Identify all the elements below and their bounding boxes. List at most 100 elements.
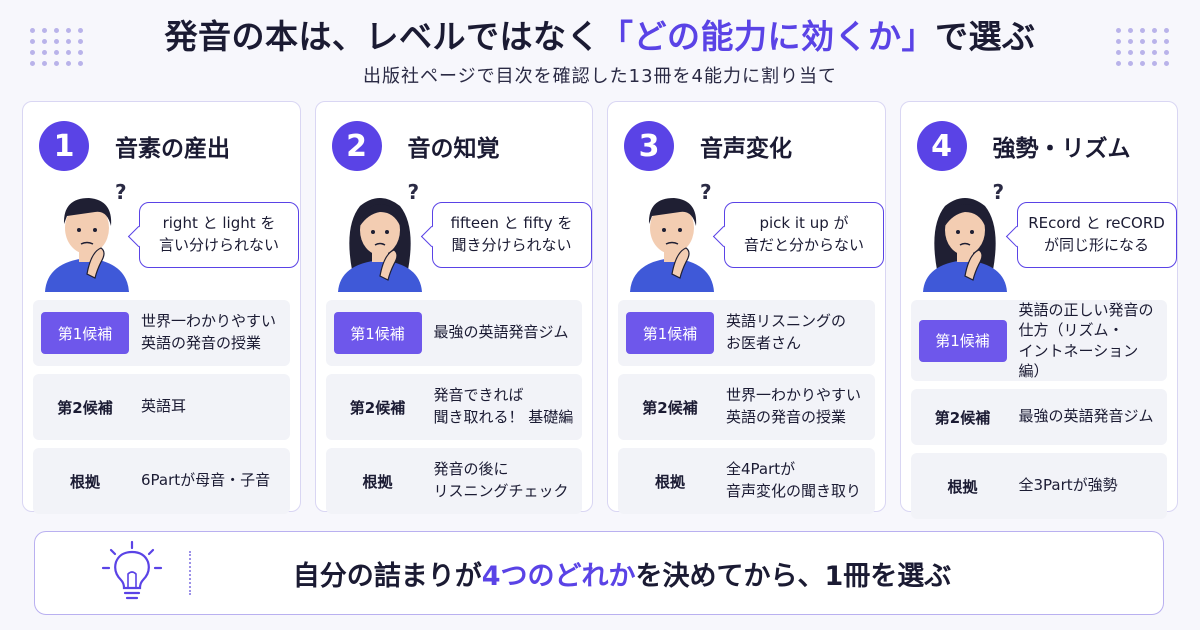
ability-card-3: 3 音声変化 ? pick it up が音だと分からない 第1候補 英語リスニ… bbox=[607, 101, 886, 514]
candidate-row-1: 第1候補 世界一わかりやすい英語の発音の授業 bbox=[33, 300, 290, 366]
second-candidate-tag: 第2候補 bbox=[349, 398, 406, 417]
basis-tag: 根拠 bbox=[69, 472, 100, 491]
decor-dots-left bbox=[30, 28, 84, 66]
title-accent: 「どの能力に効くか」 bbox=[600, 17, 935, 56]
bubble-line: pick it up が bbox=[759, 214, 849, 233]
decor-dot bbox=[1152, 39, 1157, 44]
bubble-line: 音だと分からない bbox=[743, 236, 864, 254]
first-candidate-title: 英語の正しい発音の仕方（リズム・イントネーション編） bbox=[1018, 301, 1154, 380]
first-candidate-tag: 第1候補 bbox=[626, 312, 714, 354]
title-pre: 発音の本は、レベルではなく bbox=[164, 17, 600, 56]
first-candidate-title: 最強の英語発音ジム bbox=[433, 323, 569, 342]
decor-dot bbox=[42, 39, 47, 44]
decor-dot bbox=[1116, 50, 1121, 55]
candidate-row-2: 第2候補 発音できれば聞き取れる！ 基礎編 bbox=[325, 374, 582, 440]
first-candidate-title: 世界一わかりやすい英語の発音の授業 bbox=[141, 312, 277, 352]
decor-dot bbox=[66, 28, 71, 33]
question-mark-icon: ? bbox=[407, 180, 420, 204]
second-candidate-tag: 第2候補 bbox=[57, 398, 113, 417]
card-scene: ? right と light を言い分けられない bbox=[33, 180, 299, 292]
decor-dots-right bbox=[1116, 28, 1170, 66]
bubble-line: fifteen と fifty を bbox=[450, 214, 573, 233]
first-candidate-title: 英語リスニングのお医者さん bbox=[726, 312, 847, 352]
decor-dot bbox=[54, 39, 59, 44]
decor-dot bbox=[1128, 50, 1133, 55]
ability-card-2: 2 音の知覚 ? fifteen と fifty を聞き分けられない 第1候補 … bbox=[314, 101, 593, 514]
decor-dot bbox=[1164, 28, 1169, 33]
bubble-line: が同じ形になる bbox=[1043, 236, 1149, 254]
card-title: 音素の産出 bbox=[115, 136, 230, 162]
first-candidate-tag: 第1候補 bbox=[333, 312, 422, 354]
candidate-row-1: 第1候補 英語リスニングのお医者さん bbox=[618, 300, 875, 366]
basis-row: 根拠 全4Partが音声変化の聞き取り bbox=[618, 448, 875, 514]
confused-woman-icon bbox=[337, 198, 422, 292]
card-header: 4 強勢・リズム bbox=[911, 114, 1168, 178]
candidate-row-1: 第1候補 最強の英語発音ジム bbox=[325, 300, 582, 366]
decor-dot bbox=[1152, 50, 1157, 55]
decor-dot bbox=[54, 61, 59, 66]
decor-dot bbox=[1140, 61, 1145, 66]
ability-cards: 1 音素の産出 ? right と light を言い分けられない 第1候補 世… bbox=[22, 101, 1178, 519]
basis-text: 発音の後にリスニングチェック bbox=[433, 460, 569, 500]
footer-divider bbox=[189, 551, 191, 595]
basis-text: 全4Partが音声変化の聞き取り bbox=[726, 460, 862, 500]
decor-dot bbox=[1152, 28, 1157, 33]
conclusion-text: 自分の詰まりが4つのどれかを決めてから、1冊を選ぶ bbox=[292, 560, 952, 592]
card-header: 1 音素の産出 bbox=[33, 114, 290, 178]
question-mark-icon: ? bbox=[700, 180, 712, 204]
decor-dot bbox=[30, 61, 35, 66]
candidate-row-2: 第2候補 英語耳 bbox=[33, 374, 290, 440]
problem-speech-bubble: right と light を言い分けられない bbox=[139, 202, 299, 268]
page-title: 発音の本は、レベルではなく「どの能力に効くか」で選ぶ bbox=[0, 10, 1200, 58]
basis-text: 全3Partが強勢 bbox=[1018, 476, 1118, 495]
decor-dot bbox=[30, 28, 35, 33]
ability-card-1: 1 音素の産出 ? right と light を言い分けられない 第1候補 世… bbox=[22, 101, 301, 514]
bubble-line: REcord と reCORD bbox=[1028, 214, 1165, 233]
candidate-row-2: 第2候補 世界一わかりやすい英語の発音の授業 bbox=[618, 374, 875, 440]
card-title: 音の知覚 bbox=[407, 136, 500, 162]
decor-dot bbox=[1140, 28, 1145, 33]
basis-tag: 根拠 bbox=[362, 472, 393, 491]
problem-speech-bubble: REcord と reCORD が同じ形になる bbox=[1016, 202, 1177, 268]
conclusion-banner: 自分の詰まりが4つのどれかを決めてから、1冊を選ぶ bbox=[34, 531, 1164, 615]
lightbulb-icon bbox=[101, 540, 163, 600]
decor-dot bbox=[1128, 61, 1133, 66]
second-candidate-title: 英語耳 bbox=[141, 397, 187, 416]
decor-dot bbox=[54, 50, 59, 55]
question-mark-icon: ? bbox=[992, 180, 1005, 204]
basis-row: 根拠 発音の後にリスニングチェック bbox=[325, 448, 582, 514]
card-number-badge: 3 bbox=[624, 121, 674, 171]
decor-dot bbox=[42, 28, 47, 33]
bubble-line: right と light を bbox=[162, 214, 276, 233]
second-candidate-title: 最強の英語発音ジム bbox=[1018, 407, 1154, 426]
title-post: で選ぶ bbox=[935, 17, 1036, 56]
decor-dot bbox=[1164, 39, 1169, 44]
basis-tag: 根拠 bbox=[654, 472, 685, 491]
decor-dot bbox=[42, 50, 47, 55]
candidate-row-2: 第2候補 最強の英語発音ジム bbox=[910, 389, 1167, 445]
question-mark-icon: ? bbox=[115, 180, 127, 204]
bubble-line: 聞き分けられない bbox=[451, 236, 572, 254]
card-scene: ? pick it up が音だと分からない bbox=[618, 180, 884, 292]
decor-dot bbox=[1128, 39, 1133, 44]
decor-dot bbox=[78, 39, 83, 44]
page-subtitle: 出版社ページで目次を確認した13冊を4能力に割り当て bbox=[363, 66, 837, 87]
basis-row: 根拠 6Partが母音・子音 bbox=[33, 448, 290, 514]
decor-dot bbox=[30, 50, 35, 55]
decor-dot bbox=[1116, 28, 1121, 33]
decor-dot bbox=[42, 61, 47, 66]
confused-woman-icon bbox=[922, 198, 1007, 292]
confused-man-icon bbox=[45, 198, 129, 292]
second-candidate-title: 発音できれば聞き取れる！ 基礎編 bbox=[433, 386, 574, 426]
card-title: 音声変化 bbox=[700, 136, 792, 162]
decor-dot bbox=[78, 61, 83, 66]
card-header: 3 音声変化 bbox=[618, 114, 875, 178]
card-number-badge: 1 bbox=[39, 121, 89, 171]
basis-text: 6Partが母音・子音 bbox=[141, 471, 271, 490]
candidate-row-1: 第1候補 英語の正しい発音の仕方（リズム・イントネーション編） bbox=[910, 300, 1167, 381]
decor-dot bbox=[1128, 28, 1133, 33]
decor-dot bbox=[66, 50, 71, 55]
second-candidate-tag: 第2候補 bbox=[934, 408, 991, 427]
decor-dot bbox=[1116, 39, 1121, 44]
card-scene: ? REcord と reCORD が同じ形になる bbox=[911, 180, 1177, 292]
